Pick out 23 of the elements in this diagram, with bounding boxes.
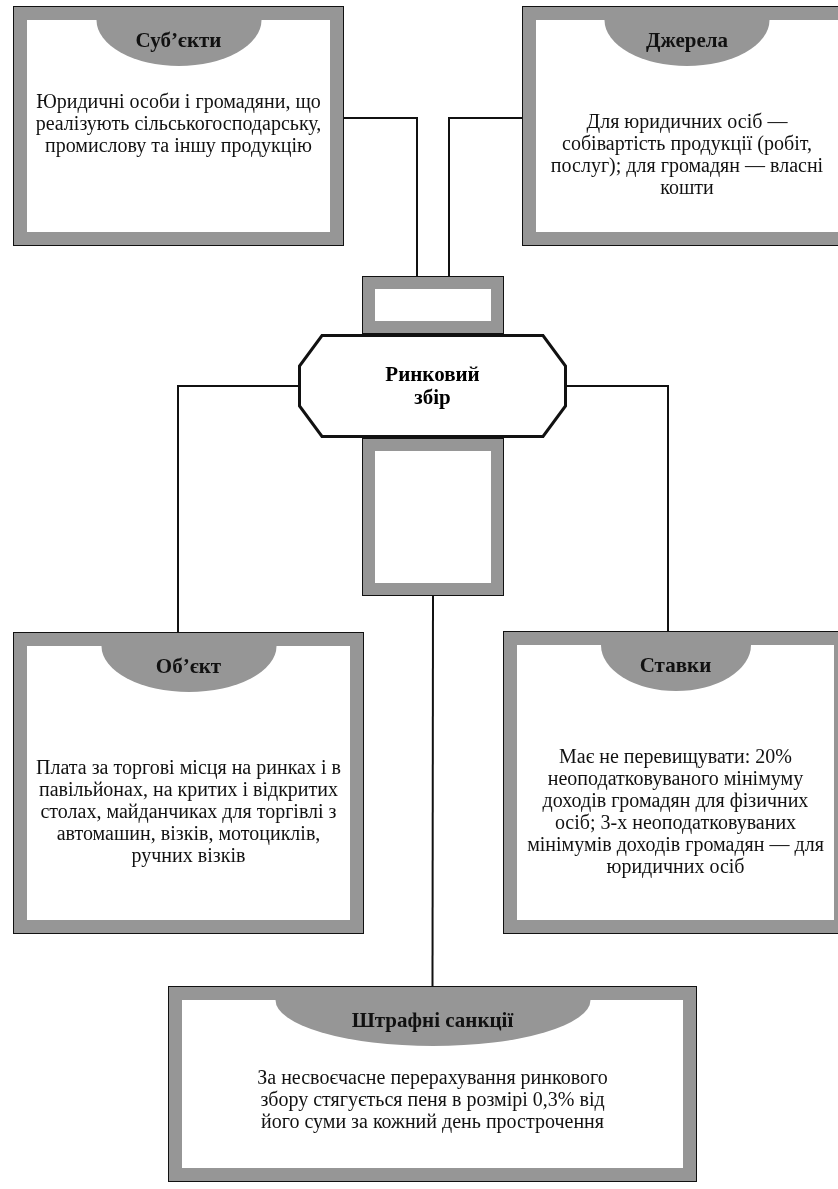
framed-box [522, 6, 838, 246]
connector-line [177, 385, 299, 633]
framed-box [503, 631, 838, 934]
framed-box [13, 632, 364, 934]
connector-line [566, 385, 669, 632]
body-text: Юридичні особи і громадяни, що реалізують сільськогосподарську, промислову та іншу продукцію [34, 90, 323, 156]
heading-tab: Штрафні санкції [275, 1000, 590, 1046]
connector-line [431, 595, 434, 987]
node-label: Ринковий збір [384, 363, 481, 409]
framed-box [168, 986, 697, 1182]
empty-framed-box [362, 438, 504, 596]
body-text: За несвоєчасне перерахування ринкового збору стягується пеня в розмірі 0,3% від його суми за кожний день прострочення [256, 1066, 609, 1132]
connector-line [343, 117, 418, 277]
empty-framed-box [362, 276, 504, 334]
framed-box [13, 6, 344, 246]
body-text: Для юридичних осіб — собівартість продукції (робіт, послуг); для громадян — власні кошти [549, 110, 825, 198]
body-text: Має не перевищувати: 20% неоподатковуваного мінімуму доходів громадян для фізичних осіб; 3-х неоподатковуваних мінімумів доходів громадян — для юридичних осіб [526, 745, 825, 877]
heading-tab: Джерела [604, 20, 770, 66]
heading-tab: Суб’єкти [96, 20, 261, 66]
body-text: Плата за торгові місця на ринках і в павільйонах, на критих і відкритих столах, майданчиках для торгівлі з автомашин, візків, мотоциклів, ручних візків [35, 756, 342, 866]
heading-tab: Об’єкт [101, 646, 276, 692]
connector-line [448, 117, 523, 277]
heading-tab: Ставки [600, 645, 751, 691]
